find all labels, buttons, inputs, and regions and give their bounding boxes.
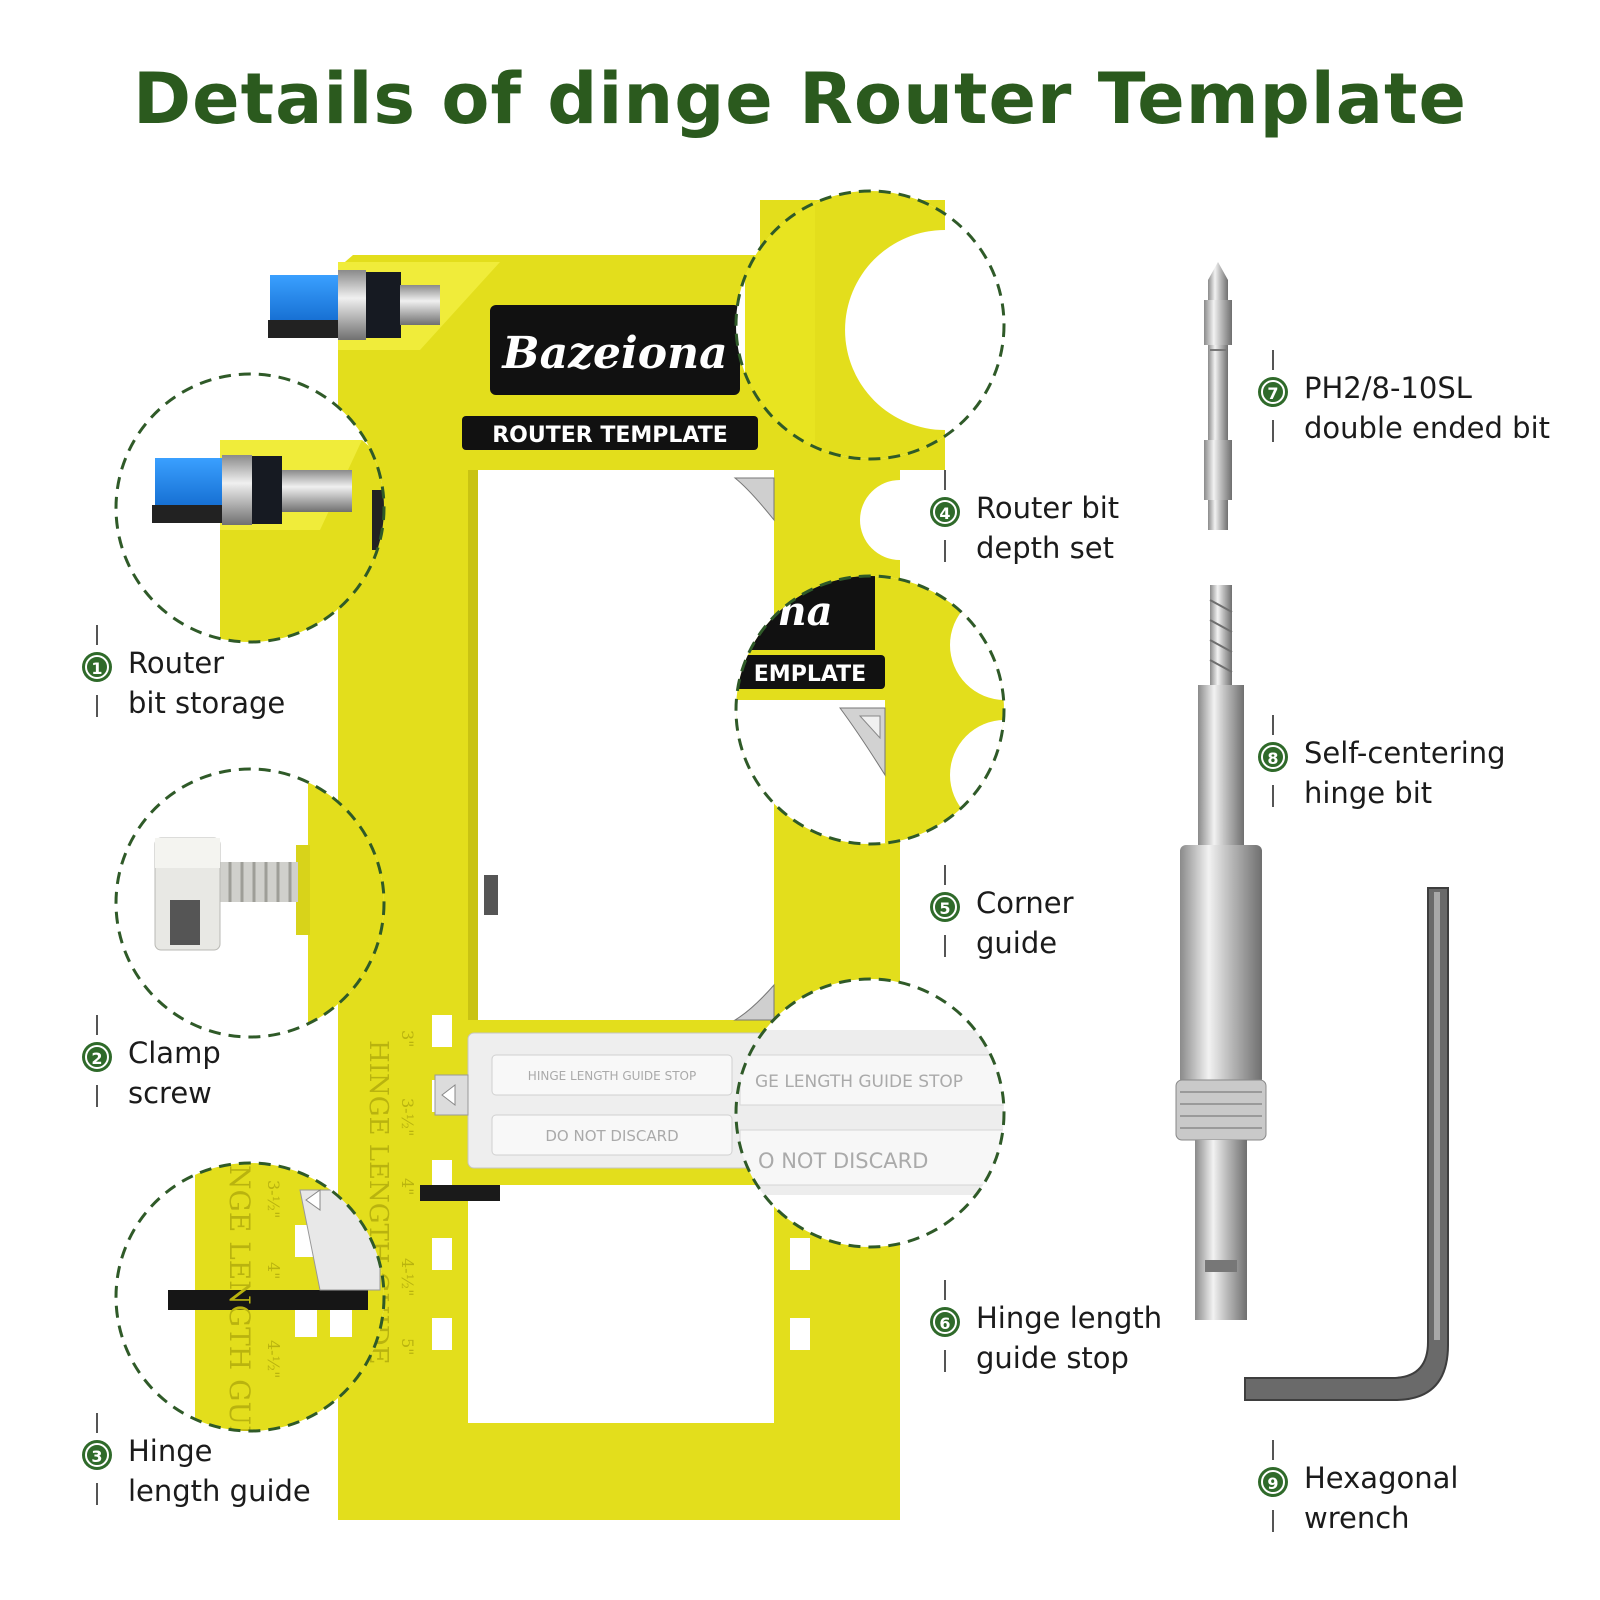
page-title: Details of dinge Router Template [133,58,1467,140]
svg-text:4-½": 4-½" [264,1340,283,1378]
callout-4-line2: depth set [976,531,1114,565]
zoom-corner-guide: na EMPLATE [734,574,1006,846]
callout-7-line1: PH2/8-10SL [1304,371,1472,405]
scale-marks: 3" 3-½" 4" 4-½" 5" [398,1030,417,1356]
stored-router-bit [268,270,440,340]
callout-5-line2: guide [976,926,1058,960]
badge-3: 3 [82,1440,112,1470]
hex-wrench [1244,887,1449,1401]
callout-1-line2: bit storage [128,686,286,720]
subtitle-text: ROUTER TEMPLATE [492,423,728,448]
svg-text:O NOT DISCARD: O NOT DISCARD [758,1149,928,1173]
callout-9-line2: wrench [1304,1501,1410,1535]
svg-text:5": 5" [398,1338,417,1356]
svg-text:4": 4" [264,1262,283,1280]
callout-3-line1: Hinge [128,1434,213,1468]
brand-name: Bazeiona [500,328,727,379]
zoom-clamp-screw [114,767,386,1039]
zoom-hinge-length-guide-stop: GE LENGTH GUIDE STOP O NOT DISCARD [734,977,1006,1249]
badge-7: 7 [1258,377,1288,407]
template-window [468,470,774,1020]
svg-text:3-½": 3-½" [398,1098,417,1136]
double-ended-bit [1204,262,1232,530]
svg-text:4": 4" [398,1178,417,1196]
zoom-router-bit-depth-set [734,189,1006,461]
brand-plate [490,305,740,395]
callout-9-line1: Hexagonal [1304,1461,1459,1495]
stop-text-2: DO NOT DISCARD [545,1127,678,1145]
badge-9: 9 [1258,1467,1288,1497]
badge-4: 4 [930,497,960,527]
callout-4-line1: Router bit [976,491,1120,525]
callout-1-line1: Router [128,646,225,680]
callout-5-line1: Corner [976,886,1074,920]
callout-2-line2: screw [128,1076,212,1110]
badge-1: 1 [82,652,112,682]
svg-text:EMPLATE: EMPLATE [754,662,866,687]
badge-2: 2 [82,1042,112,1072]
zoom-router-bit-storage [114,372,386,644]
badge-5: 5 [930,892,960,922]
self-centering-hinge-bit [1175,585,1267,1320]
svg-text:3-½": 3-½" [264,1180,283,1218]
callout-8-line1: Self-centering [1304,736,1506,770]
zoom-scale-label: NGE LENGTH GUIDE [223,1165,256,1479]
stop-text-1: HINGE LENGTH GUIDE STOP [528,1069,696,1083]
callout-6-line1: Hinge length [976,1301,1163,1335]
callout-2-line1: Clamp [128,1036,221,1070]
subtitle-plate [462,416,758,450]
callout-8-line2: hinge bit [1304,776,1433,810]
callout-3-line2: length guide [128,1474,311,1508]
callout-6-line2: guide stop [976,1341,1129,1375]
badge-8: 8 [1258,742,1288,772]
svg-text:GE LENGTH GUIDE STOP: GE LENGTH GUIDE STOP [755,1072,963,1092]
badge-6: 6 [930,1307,960,1337]
svg-text:4-½": 4-½" [398,1258,417,1296]
svg-text:3": 3" [398,1030,417,1048]
callout-7-line2: double ended bit [1304,411,1550,445]
